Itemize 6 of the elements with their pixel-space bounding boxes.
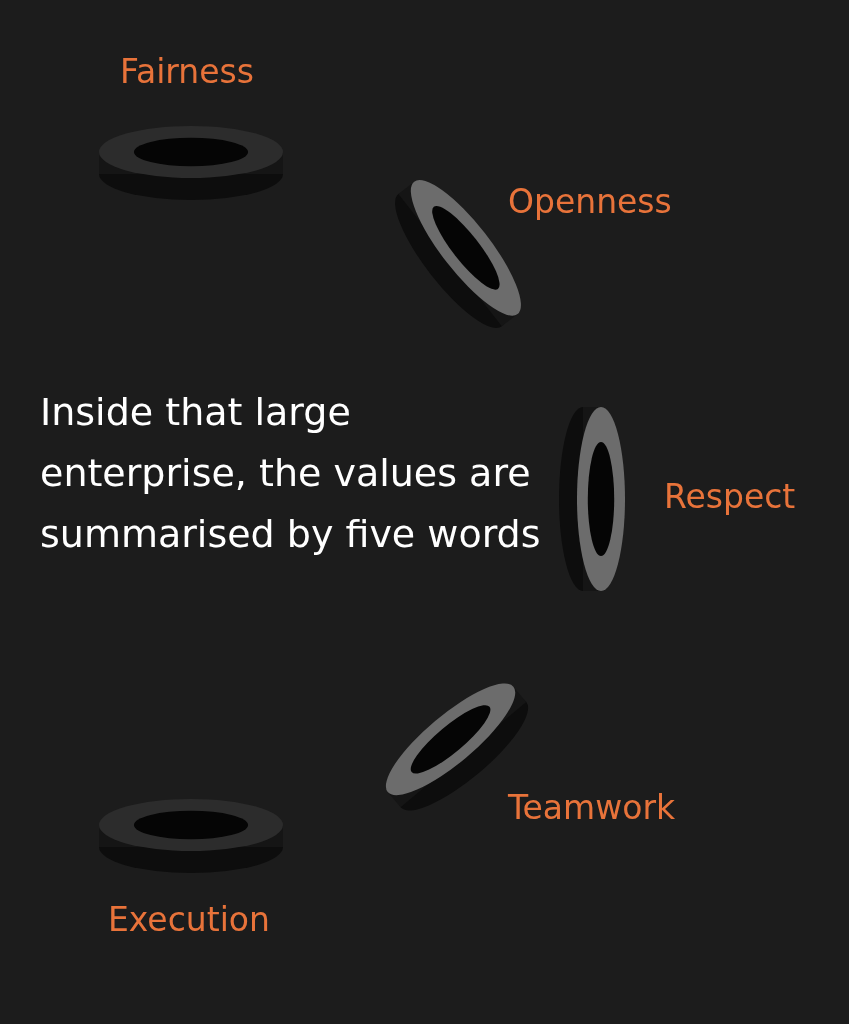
value-label: Execution bbox=[108, 900, 270, 940]
headline-text: Inside that large enterprise, the values are summarised by five words bbox=[40, 389, 542, 558]
value-label: Teamwork bbox=[508, 788, 676, 828]
value-label: Fairness bbox=[120, 52, 254, 92]
value-label: Openness bbox=[508, 182, 672, 222]
value-label: Respect bbox=[664, 477, 796, 517]
